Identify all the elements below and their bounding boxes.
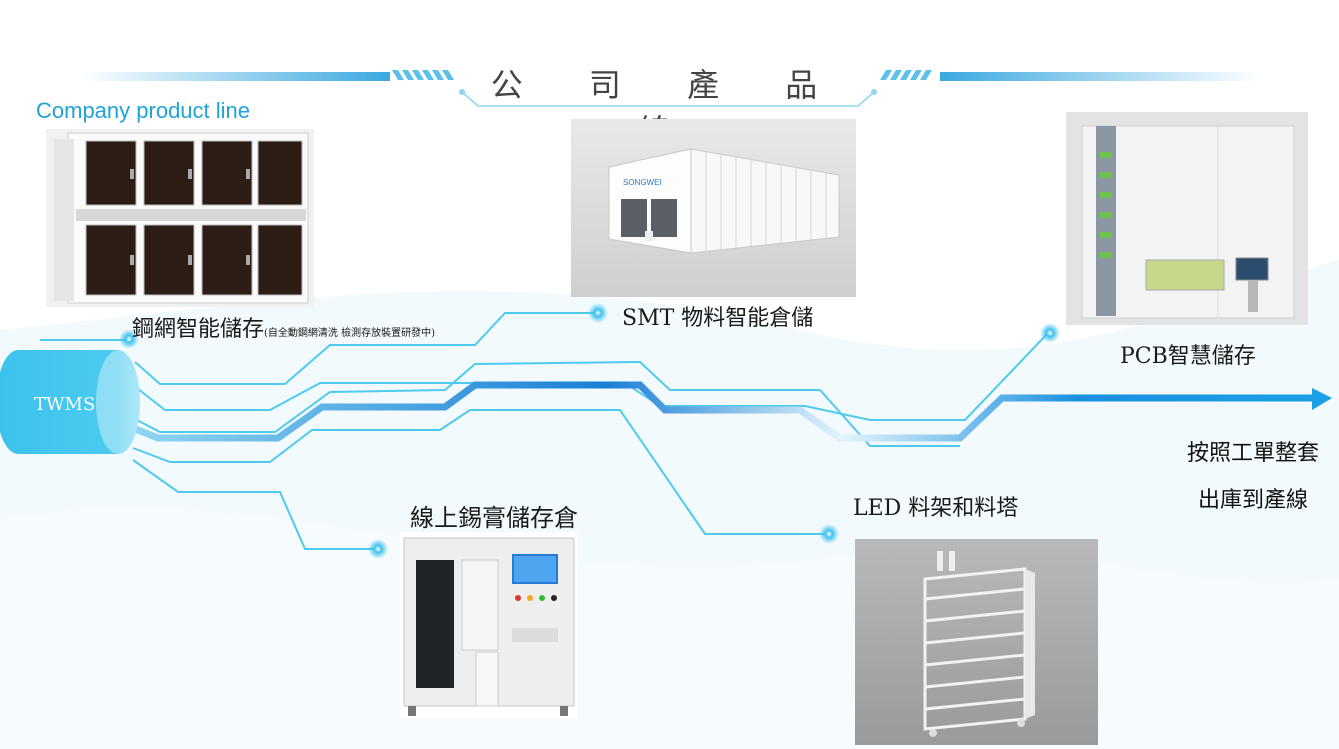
product-stencil-storage: 鋼網智能儲存(自全動鋼網清洗 檢測存放裝置研發中) — [132, 311, 435, 343]
pcb-storage-image — [1066, 112, 1308, 325]
led-rack-image — [855, 539, 1098, 745]
title-frame — [80, 70, 1260, 107]
product-pcb-storage: PCB智慧儲存 — [1120, 344, 1256, 369]
smt-warehouse-icon: SONGWEI — [608, 148, 840, 254]
solder-cabinet-icon — [403, 537, 575, 716]
output-description: 按照工單整套出庫到產線 — [1186, 441, 1319, 513]
product-smt-storage: SMT 物料智能倉儲 — [622, 306, 814, 331]
brand-logo: SONGWEI — [623, 178, 662, 187]
page-subtitle: Company product line — [36, 98, 251, 123]
stencil-cabinet-icon — [54, 132, 309, 304]
twms-hub-label: TWMS — [34, 394, 96, 415]
product-led-rack: LED 料架和料塔 — [853, 496, 1019, 521]
led-rack-icon — [923, 551, 1035, 737]
product-solder-paste-storage: 線上錫膏儲存倉 — [410, 504, 578, 532]
stencil-storage-image — [46, 129, 314, 307]
solder-paste-storage-image — [400, 532, 578, 719]
smt-storage-image: SONGWEI — [571, 119, 856, 297]
pcb-tower-icon — [1081, 125, 1295, 319]
product-note: (自全動鋼網清洗 檢測存放裝置研發中) — [264, 328, 435, 339]
product-name: 鋼網智能儲存 — [132, 317, 265, 342]
